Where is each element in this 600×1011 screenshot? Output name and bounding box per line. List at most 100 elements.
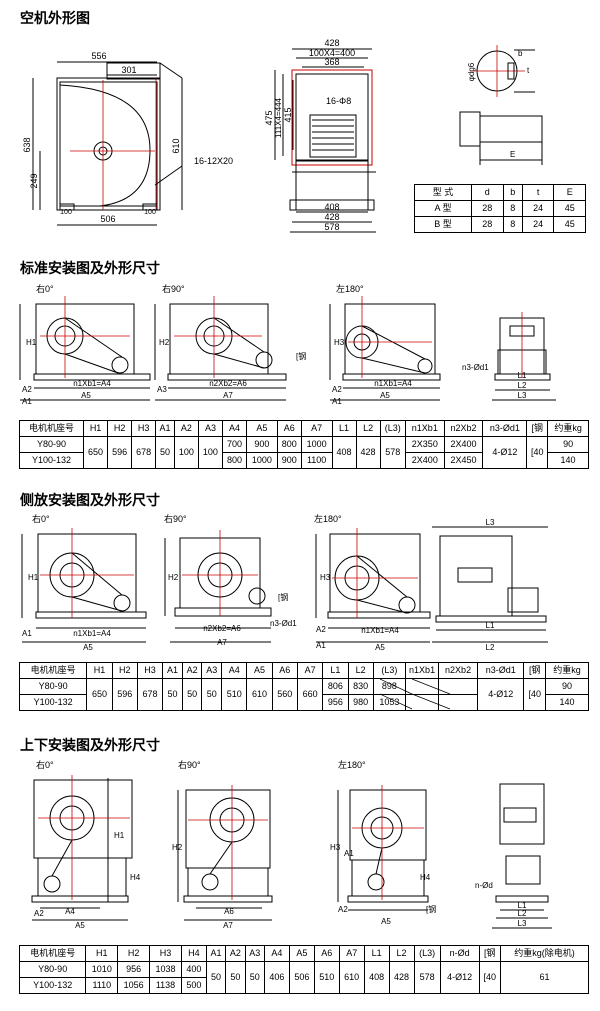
side-dim3: n1Xb1=A4 <box>361 626 399 635</box>
std-cell: 800 <box>221 452 248 469</box>
shaft-cell: B 型 <box>414 216 472 233</box>
ud-cell: 510 <box>313 961 340 994</box>
shaft-th: E <box>553 184 586 201</box>
std-th: H2 <box>107 420 133 437</box>
ud-a2-1: A2 <box>34 909 44 918</box>
side-l1: L1 <box>486 621 495 630</box>
ud-th: A7 <box>338 945 365 962</box>
ud-th: A5 <box>288 945 315 962</box>
std-cell: 1000 <box>246 452 278 469</box>
dim-100b: 100 <box>144 209 156 216</box>
ud-cell: 408 <box>363 961 390 994</box>
ud-cell: 956 <box>117 961 151 978</box>
shaft-cell: 28 <box>470 200 504 217</box>
ud-l3: L3 <box>518 919 527 928</box>
std-a1-1: A1 <box>22 397 32 406</box>
ud-h2: H2 <box>172 843 183 852</box>
ud-cell: 428 <box>388 961 415 994</box>
side-table: 电机机座号 H1 H2 H3 A1 A2 A3 A4 A5 A6 A7 L1 L… <box>18 662 589 711</box>
ud-cell: 50 <box>244 961 265 994</box>
dim-408: 408 <box>324 202 339 212</box>
std-l2: L2 <box>518 381 527 390</box>
side-a2-3: A2 <box>316 625 326 634</box>
side-cell: [40 <box>523 678 547 711</box>
side-h2: H2 <box>168 573 179 582</box>
side-model: Y100-132 <box>18 694 88 711</box>
std-cell: 578 <box>379 436 406 469</box>
side-cell: 140 <box>545 694 589 711</box>
side-cell: 806 <box>322 678 349 695</box>
std-a7: A7 <box>223 391 233 400</box>
ud-th: n-Ød <box>439 945 480 962</box>
ud-th: 电机机座号 <box>18 945 87 962</box>
ud-cell: 610 <box>338 961 365 994</box>
std-cell: 900 <box>276 452 302 469</box>
ud-model: Y80-90 <box>18 961 87 978</box>
std-l1: L1 <box>518 371 527 380</box>
ud-h4-3: H4 <box>420 873 431 882</box>
std-view2-label: 右90° <box>162 283 185 294</box>
side-gang: [钢 <box>278 592 288 602</box>
std-model: Y100-132 <box>18 452 85 469</box>
ud-a7: A7 <box>223 921 233 930</box>
std-th: L2 <box>355 420 381 437</box>
side-empty <box>438 694 479 711</box>
updown-redlines <box>38 775 424 900</box>
side-th: (L3) <box>372 662 407 679</box>
side-h3: H3 <box>320 573 331 582</box>
side-dim1: n1Xb1=A4 <box>73 629 111 638</box>
side-a5-3: A5 <box>375 643 385 652</box>
dim-249: 249 <box>29 173 39 188</box>
ud-cell: 506 <box>288 961 315 994</box>
shaft-cell: 8 <box>502 200 523 217</box>
ud-nd: n-Ød <box>475 881 493 890</box>
side-n3: n3-Ød1 <box>270 619 297 628</box>
std-redlines <box>40 296 523 378</box>
dim-100x4: 100X4=400 <box>309 48 355 58</box>
std-th: n3-Ød1 <box>482 420 528 437</box>
std-a2-3: A2 <box>332 385 342 394</box>
std-cell: 2X400 <box>443 436 484 453</box>
side-th: 电机机座号 <box>18 662 88 679</box>
dim-holes-front: 16-12X20 <box>194 156 233 166</box>
std-th: [钢 <box>526 420 549 437</box>
side-a7: A7 <box>217 638 227 647</box>
std-th: n2Xb2 <box>443 420 484 437</box>
ud-th: A6 <box>313 945 340 962</box>
side-th: n2Xb2 <box>438 662 479 679</box>
ud-cell: 578 <box>413 961 441 994</box>
dim-holes-side: 16-Φ8 <box>326 96 351 106</box>
side-l3: L3 <box>486 518 495 527</box>
ud-th: [钢 <box>478 945 501 962</box>
side-th: L2 <box>347 662 374 679</box>
side-cell: 510 <box>221 678 248 711</box>
ud-th: A1 <box>205 945 227 962</box>
side-view2-label: 右90° <box>164 513 187 524</box>
updown-table: 电机机座号 H1 H2 H3 H4 A1 A2 A3 A4 A5 A6 A7 L… <box>18 945 590 994</box>
ud-a4: A4 <box>65 907 75 916</box>
ud-cell: 50 <box>225 961 246 994</box>
ud-gang: [钢 <box>426 904 436 914</box>
side-a5-1: A5 <box>83 643 93 652</box>
side-cell: 610 <box>246 678 273 711</box>
ud-a5-1: A5 <box>75 921 85 930</box>
side-cell: 4-Ø12 <box>477 678 525 711</box>
std-dim2: n2Xb2=A6 <box>209 379 247 388</box>
shaft-detail <box>459 45 543 165</box>
ud-cell: 400 <box>180 961 207 978</box>
ud-model: Y100-132 <box>18 977 87 994</box>
side-cell: 560 <box>271 678 298 711</box>
ud-th: L1 <box>363 945 390 962</box>
side-cell: 678 <box>136 678 164 711</box>
shaft-cell: A 型 <box>414 200 472 217</box>
std-l3: L3 <box>518 391 527 400</box>
std-cell: 50 <box>155 436 175 469</box>
ud-th: H1 <box>85 945 119 962</box>
ud-cell: 50 <box>205 961 227 994</box>
std-cell: 2X400 <box>404 452 445 469</box>
dim-638: 638 <box>22 137 32 152</box>
dim-t: t <box>527 66 530 75</box>
side-a1-1: A1 <box>22 629 32 638</box>
ud-cell: 1010 <box>85 961 119 978</box>
